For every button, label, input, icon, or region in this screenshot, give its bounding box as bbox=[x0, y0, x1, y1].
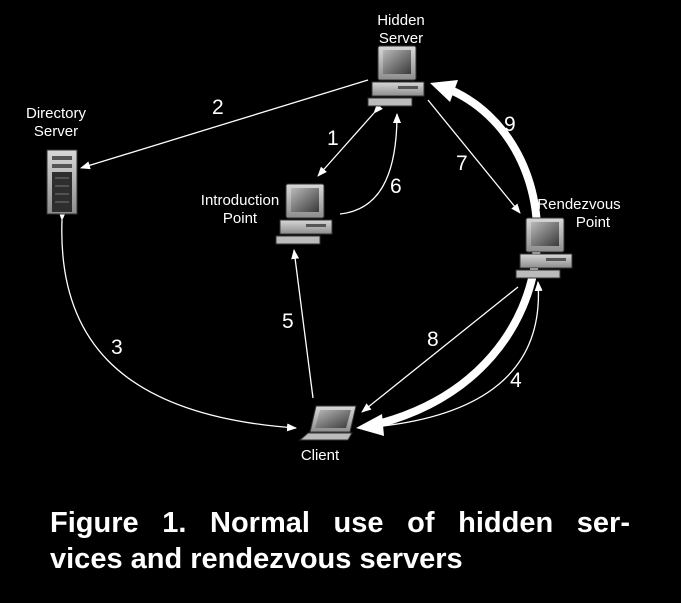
edge-5: 5 bbox=[282, 249, 314, 399]
figure-caption: Figure 1. Normal use of hidden ser- vice… bbox=[50, 505, 630, 577]
edge-7: 7 bbox=[427, 99, 521, 214]
edge-1-line bbox=[317, 103, 383, 177]
directory-server-label-line1: Directory bbox=[26, 105, 87, 122]
desktop-computer-icon bbox=[275, 183, 333, 245]
edge-3-label: 3 bbox=[111, 336, 123, 359]
edge-4-line bbox=[361, 281, 543, 429]
edge-6-label: 6 bbox=[390, 175, 402, 198]
rendezvous-point-node: Rendezvous Point bbox=[515, 196, 621, 279]
introduction-point-label-line2: Point bbox=[223, 210, 258, 227]
hidden-server-label-line2: Server bbox=[379, 30, 423, 47]
introduction-point-node: Introduction Point bbox=[201, 183, 333, 245]
edge-5-label: 5 bbox=[282, 310, 294, 333]
edge-6-line bbox=[339, 113, 401, 215]
edge-2-label: 2 bbox=[212, 96, 224, 119]
edge-8-line bbox=[361, 286, 519, 413]
desktop-computer-icon bbox=[367, 45, 425, 107]
edge-9-arrowhead-top bbox=[430, 80, 458, 102]
edge-2-line bbox=[80, 79, 369, 170]
edge-7-label: 7 bbox=[456, 152, 468, 175]
edge-3: 3 bbox=[58, 210, 297, 432]
client-label: Client bbox=[301, 447, 340, 464]
edge-8-label: 8 bbox=[427, 328, 439, 351]
hidden-server-node: Hidden Server bbox=[367, 12, 425, 107]
edge-1: 1 bbox=[317, 103, 383, 177]
edge-1-label: 1 bbox=[327, 127, 339, 150]
hidden-server-label-line1: Hidden bbox=[377, 12, 425, 29]
edge-9-label: 9 bbox=[504, 113, 516, 136]
figure-caption-line1: Figure 1. Normal use of hidden ser- bbox=[50, 507, 630, 539]
laptop-icon bbox=[298, 405, 357, 441]
server-tower-icon bbox=[46, 149, 78, 215]
rendezvous-point-label-line2: Point bbox=[576, 214, 611, 231]
edge-8: 8 bbox=[361, 286, 519, 413]
introduction-point-label-line1: Introduction bbox=[201, 192, 279, 209]
rendezvous-point-label-line1: Rendezvous bbox=[537, 196, 620, 213]
edge-9-arrowhead-bottom bbox=[356, 414, 384, 436]
desktop-computer-icon bbox=[515, 217, 573, 279]
edge-6: 6 bbox=[339, 113, 402, 215]
directory-server-label-line2: Server bbox=[34, 123, 78, 140]
edge-2: 2 bbox=[80, 79, 369, 170]
edge-7-line bbox=[427, 99, 521, 214]
figure-caption-line2: vices and rendezvous servers bbox=[50, 543, 463, 575]
client-node: Client bbox=[298, 405, 357, 464]
edge-4: 4 bbox=[361, 281, 543, 429]
edge-4-label: 4 bbox=[510, 369, 522, 392]
directory-server-node: Directory Server bbox=[26, 105, 87, 215]
edge-5-line bbox=[291, 249, 314, 399]
edge-3-line bbox=[58, 210, 297, 432]
